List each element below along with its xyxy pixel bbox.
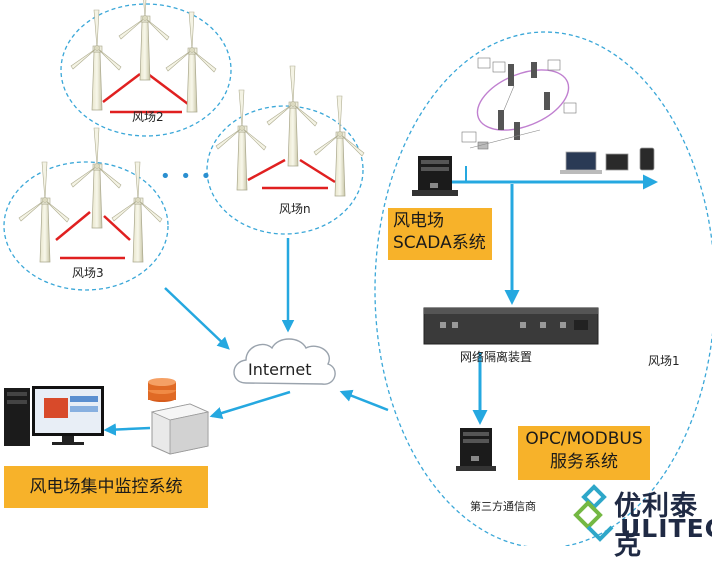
scada-system-box: 风电场 SCADA系统 [388, 208, 492, 260]
ellipsis-dots: • • • [160, 166, 214, 187]
farmn-label: 风场n [279, 202, 311, 216]
farmn-circle [206, 105, 364, 235]
farm3-label: 风场3 [72, 266, 104, 280]
farm2-label: 风场2 [132, 110, 164, 124]
gateway-label: 网络隔离装置 [460, 350, 533, 364]
network-isolation-device-icon [423, 307, 599, 345]
central-workstation-icon [4, 386, 104, 446]
farm1-label: 风场1 [648, 354, 680, 368]
farm1-ellipse [374, 31, 712, 546]
farm2-circle [60, 3, 232, 137]
opc-box-line2: 服务系统 [550, 452, 618, 472]
central-server-icon [148, 378, 210, 455]
central-monitoring-box: 风电场集中监控系统 [4, 466, 208, 508]
farm2-turbines [70, 0, 217, 114]
opc-box-line1: OPC/MODBUS [525, 429, 643, 449]
farmn-turbines [215, 65, 365, 197]
third-party-label: 第三方通信商 [470, 500, 536, 513]
scada-server-icon [412, 156, 458, 196]
scada-box-line1: 风电场 [393, 211, 444, 231]
internet-label: Internet [248, 360, 312, 379]
scada-network-topology [461, 57, 577, 150]
ulitec-logo-mark-icon [573, 484, 614, 542]
farm3-turbines [18, 127, 163, 263]
internet-cloud-icon [233, 338, 336, 385]
logo-text-en: ULITEC [620, 514, 712, 543]
client-devices-icon [560, 147, 655, 174]
farm3-circle [3, 161, 169, 291]
opc-modbus-box: OPC/MODBUS 服务系统 [518, 426, 650, 480]
third-party-server-icon [456, 428, 496, 471]
scada-box-line2: SCADA系统 [393, 233, 486, 253]
